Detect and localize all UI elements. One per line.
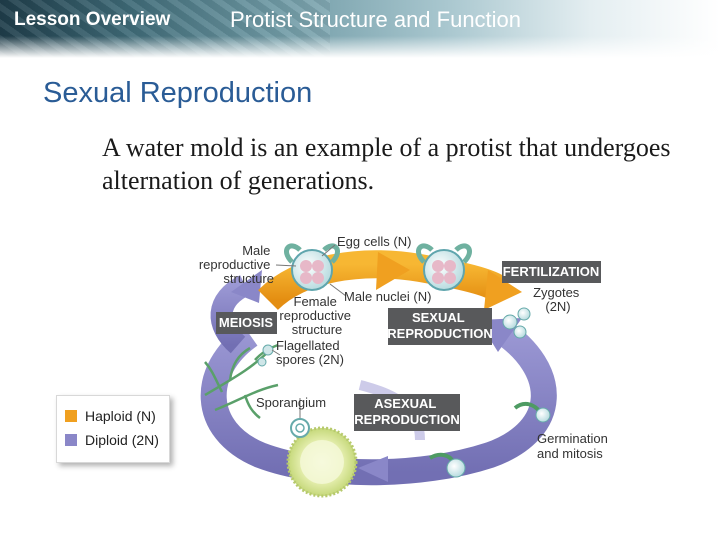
body-text: A water mold is an example of a protist … bbox=[102, 133, 671, 195]
svg-text:SEXUAL REPRODUCTION: SEXUAL REPRODUCTION bbox=[387, 310, 492, 341]
flagellated-spores-label: Flagellated spores (2N) bbox=[276, 338, 344, 367]
diploid-swatch bbox=[65, 434, 77, 446]
sexual-reproduction-box: SEXUAL REPRODUCTION bbox=[387, 308, 493, 345]
germination-cell bbox=[513, 401, 551, 423]
sporangium-illustration bbox=[286, 418, 358, 498]
diploid-label: Diploid (2N) bbox=[85, 432, 159, 448]
legend-item-haploid: Haploid (N) bbox=[65, 408, 156, 424]
haploid-label: Haploid (N) bbox=[85, 408, 156, 424]
hyphae-illustration bbox=[204, 343, 279, 419]
diploid-arrowhead-bottom bbox=[358, 456, 388, 482]
ploidy-legend: Haploid (N) Diploid (2N) bbox=[56, 395, 170, 463]
flagellated-spores bbox=[257, 344, 274, 367]
section-title: Sexual Reproduction bbox=[43, 77, 313, 109]
mitosis-cell bbox=[428, 452, 466, 478]
asexual-reproduction-box: ASEXUAL REPRODUCTION bbox=[354, 394, 460, 431]
zygote-cells bbox=[502, 307, 531, 339]
male-female-structure-illustration-right bbox=[416, 243, 472, 291]
fertilization-box: FERTILIZATION bbox=[502, 261, 601, 283]
diploid-arrowhead-top bbox=[231, 270, 262, 303]
lesson-overview-title: Lesson Overview bbox=[14, 9, 171, 30]
sporangium-label: Sporangium bbox=[256, 395, 326, 410]
svg-text:ASEXUAL REPRODUCTION: ASEXUAL REPRODUCTION bbox=[354, 396, 459, 427]
egg-cells-label: Egg cells (N) bbox=[337, 234, 411, 249]
haploid-arrowhead-middle bbox=[376, 252, 410, 290]
female-reproductive-structure-label: Female reproductive structure bbox=[279, 294, 354, 337]
male-female-structure-illustration-left bbox=[284, 243, 340, 291]
lesson-topic-title: Protist Structure and Function bbox=[230, 7, 522, 32]
header-banner: Lesson Overview Protist Structure and Fu… bbox=[0, 0, 720, 58]
male-nuclei-label: Male nuclei (N) bbox=[344, 289, 431, 304]
meiosis-box: MEIOSIS bbox=[216, 312, 277, 334]
legend-item-diploid: Diploid (2N) bbox=[65, 432, 159, 448]
haploid-swatch bbox=[65, 410, 77, 422]
haploid-arrowhead-right bbox=[484, 270, 522, 310]
svg-text:FERTILIZATION: FERTILIZATION bbox=[503, 264, 600, 279]
svg-text:MEIOSIS: MEIOSIS bbox=[219, 315, 274, 330]
zygotes-label: Zygotes (2N) bbox=[533, 285, 583, 314]
male-reproductive-structure-label: Male reproductive structure bbox=[199, 243, 274, 286]
germination-mitosis-label: Germination and mitosis bbox=[537, 431, 611, 461]
pointer-lines bbox=[271, 244, 347, 418]
